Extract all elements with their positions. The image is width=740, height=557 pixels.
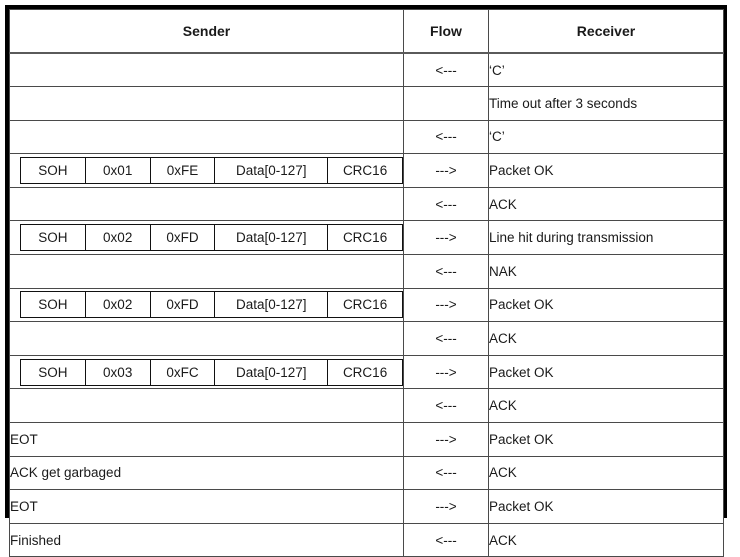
packet-field-data: Data[0-127] [214,157,329,184]
flow-arrow-left-icon: <--- [403,254,489,289]
sender-cell [9,254,404,289]
receiver-cell: ACK [488,388,724,424]
receiver-cell: ACK [488,455,724,491]
receiver-cell: Packet OK [488,422,724,457]
header-row: Sender Flow Receiver [9,9,724,54]
packet-field-sequence-complement: 0xFE [150,157,216,184]
receiver-cell: Packet OK [488,153,724,188]
table-body: <---‘C’Time out after 3 seconds<---‘C’SO… [9,52,724,557]
receiver-cell: Time out after 3 seconds [488,86,724,121]
flow-arrow-left-icon: <--- [403,522,489,557]
flow-arrow-right-icon: ---> [403,354,489,390]
sender-cell [9,186,404,222]
receiver-cell: Packet OK [488,354,724,390]
column-header-sender: Sender [9,9,404,54]
packet-field-sequence-complement: 0xFC [150,359,216,386]
flow-arrow-right-icon: ---> [403,153,489,188]
flow-arrow-right-icon: ---> [403,287,489,323]
flow-arrow-right-icon: ---> [403,422,489,457]
packet-field-soh: SOH [20,359,86,386]
flow-arrow-right-icon: ---> [403,220,489,256]
table-row: <---‘C’ [9,119,724,155]
flow-arrow-left-icon: <--- [403,52,489,88]
column-header-receiver: Receiver [488,9,724,54]
packet-field-soh: SOH [20,157,86,184]
packet-field-sequence: 0x03 [85,359,151,386]
packet-field-sequence: 0x02 [85,224,151,251]
table-row: ACK get garbaged<---ACK [9,455,724,491]
flow-cell-empty [403,86,489,121]
flow-arrow-left-icon: <--- [403,119,489,155]
packet-field-data: Data[0-127] [214,224,329,251]
packet-field-sequence-complement: 0xFD [150,224,216,251]
table-row: <---ACK [9,321,724,356]
packet-field-crc: CRC16 [342,230,388,246]
table-row: EOT--->Packet OK [9,489,724,524]
sender-cell [9,119,404,155]
receiver-cell: Packet OK [488,489,724,524]
table-row: EOT--->Packet OK [9,422,724,457]
flow-arrow-left-icon: <--- [403,388,489,424]
packet-field-soh: SOH [20,291,86,318]
packet-field-crc: CRC16 [342,364,388,380]
packet-field-sequence-complement: 0xFD [150,291,216,318]
packet-field-sequence: 0x01 [85,157,151,184]
table-row: <---NAK [9,254,724,289]
packet-field-sequence: 0x02 [85,291,151,318]
protocol-flow-table-container: Sender Flow Receiver <---‘C’Time out aft… [5,5,727,557]
packet-field-soh: SOH [20,224,86,251]
receiver-cell: NAK [488,254,724,289]
sender-cell: EOT [9,489,404,524]
receiver-cell: ACK [488,522,724,557]
table-row: <---ACK [9,388,724,424]
packet-field-data: Data[0-127] [214,359,329,386]
receiver-cell: ‘C’ [488,52,724,88]
packet-field-data: Data[0-127] [214,291,329,318]
packet-field-crc: CRC16 [342,297,388,313]
table-row: <---ACK [9,186,724,222]
sender-cell [9,388,404,424]
sender-cell [9,52,404,88]
table-header: Sender Flow Receiver [9,9,724,54]
flow-arrow-left-icon: <--- [403,186,489,222]
sender-cell: Finished [9,522,404,557]
receiver-cell: ACK [488,186,724,222]
table-row: <---‘C’ [9,52,724,88]
column-header-flow: Flow [403,9,489,54]
sender-cell: EOT [9,422,404,457]
receiver-cell: Packet OK [488,287,724,323]
sender-cell: ACK get garbaged [9,455,404,491]
sender-cell [9,86,404,121]
flow-arrow-left-icon: <--- [403,455,489,491]
receiver-cell: ‘C’ [488,119,724,155]
packet-field-crc: CRC16 [342,163,388,179]
table-row: Finished<---ACK [9,522,724,557]
flow-arrow-right-icon: ---> [403,489,489,524]
protocol-flow-table: Sender Flow Receiver <---‘C’Time out aft… [9,9,724,557]
sender-cell [9,321,404,356]
flow-arrow-left-icon: <--- [403,321,489,356]
receiver-cell: ACK [488,321,724,356]
receiver-cell: Line hit during transmission [488,220,724,256]
table-row: Time out after 3 seconds [9,86,724,121]
